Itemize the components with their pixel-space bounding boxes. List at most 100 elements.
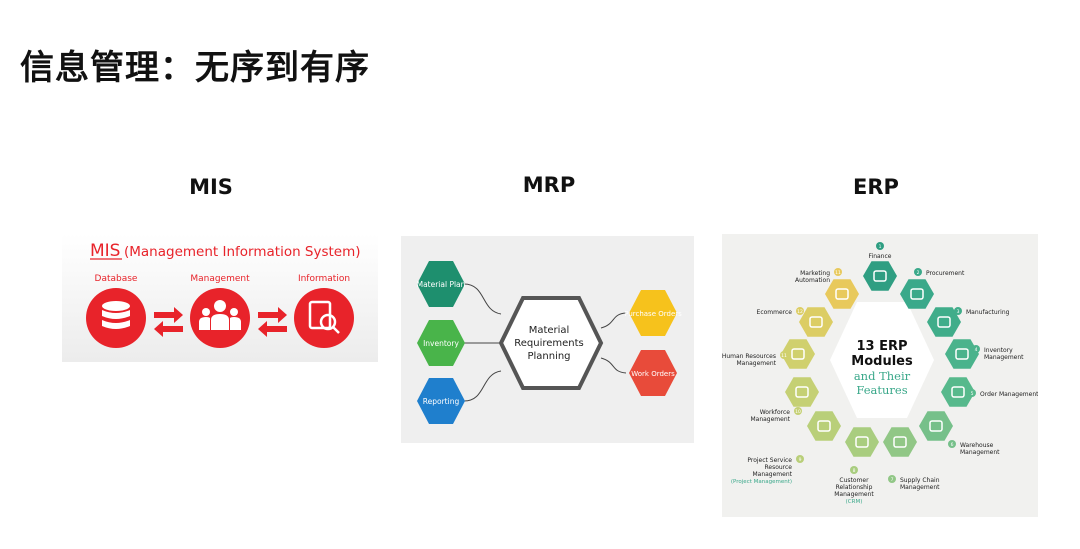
erp-module-label-9: Resource xyxy=(764,464,792,471)
erp-module-hexagon-8 xyxy=(845,427,879,457)
erp-module-number-badge-8 xyxy=(850,466,858,474)
mis-diagram: MIS (Management Information System) Data… xyxy=(62,234,378,362)
mis-caption: MIS xyxy=(189,175,233,199)
mrp-center-line-2: Requirements xyxy=(514,338,584,349)
erp-module-icon-11 xyxy=(791,348,805,360)
erp-module-label-4: Management xyxy=(984,354,1024,361)
erp-module-number-badge-13 xyxy=(834,268,842,276)
erp-module-icon-9 xyxy=(817,420,831,432)
erp-module-number-badge-3 xyxy=(954,307,962,315)
erp-module-label-4: Inventory xyxy=(984,347,1013,354)
erp-module-icon-12 xyxy=(809,316,823,328)
erp-module-number-badge-9 xyxy=(796,455,804,463)
mrp-diagram: Material Requirements Planning Material … xyxy=(401,236,694,443)
erp-module-hexagon-4 xyxy=(945,339,979,369)
erp-module-hexagon-9 xyxy=(807,411,841,441)
erp-module-icon-4 xyxy=(955,348,969,360)
erp-module-label-7: Supply Chain xyxy=(900,477,940,484)
mrp-center-line-1: Material xyxy=(529,325,570,336)
erp-module-number-badge-4 xyxy=(972,345,980,353)
mis-label-management: Management xyxy=(190,274,250,284)
erp-module-label-9: Project Service xyxy=(747,457,792,464)
erp-module-number-badge-7 xyxy=(888,475,896,483)
page-title: 信息管理：无序到有序 xyxy=(20,48,370,88)
erp-module-number-4: 4 xyxy=(975,347,978,353)
document-search-icon xyxy=(294,288,354,348)
erp-module-number-badge-12 xyxy=(796,307,804,315)
erp-module-number-badge-2 xyxy=(914,268,922,276)
erp-module-sublabel-9: (Project Management) xyxy=(731,479,792,485)
erp-module-hexagon-5 xyxy=(941,377,975,407)
erp-module-label-8: Relationship xyxy=(836,484,873,491)
erp-module-hexagon-10 xyxy=(785,377,819,407)
mrp-input-reporting xyxy=(417,378,465,424)
erp-module-number-badge-6 xyxy=(948,440,956,448)
erp-module-number-8: 8 xyxy=(853,468,856,474)
mrp-input-material-plan xyxy=(417,261,465,307)
erp-module-label-11: Human Resources xyxy=(722,353,776,360)
erp-module-label-2: Procurement xyxy=(926,270,965,277)
mrp-center-line-3: Planning xyxy=(527,351,570,362)
erp-module-hexagon-12 xyxy=(799,307,833,337)
erp-module-hexagon-6 xyxy=(919,411,953,441)
erp-center-line-2: Modules xyxy=(851,354,913,369)
mis-label-information: Information xyxy=(298,274,350,284)
erp-module-label-13: Marketing xyxy=(800,270,830,277)
erp-module-hexagon-11 xyxy=(781,339,815,369)
exchange-arrows-icon-2 xyxy=(258,307,287,337)
erp-module-number-7: 7 xyxy=(891,477,894,483)
erp-caption: ERP xyxy=(853,175,899,199)
mrp-input-material-plan-label: Material Plan xyxy=(417,280,466,289)
erp-module-icon-10 xyxy=(795,386,809,398)
erp-module-label-13: Automation xyxy=(795,277,830,284)
mrp-output-purchase-orders-label: Purchase Orders xyxy=(624,310,682,318)
erp-module-label-8: Customer xyxy=(839,477,869,484)
mrp-input-inventory xyxy=(417,320,465,366)
mis-header-abbr: MIS xyxy=(90,241,120,261)
erp-module-number-9: 9 xyxy=(799,457,802,463)
mrp-caption: MRP xyxy=(522,173,576,197)
erp-module-hexagon-7 xyxy=(883,427,917,457)
erp-module-icon-6 xyxy=(929,420,943,432)
mrp-center-hexagon xyxy=(498,296,604,390)
erp-module-hexagon-2 xyxy=(900,279,934,309)
erp-module-hexagon-13 xyxy=(825,279,859,309)
mrp-input-reporting-label: Reporting xyxy=(423,397,460,406)
mrp-input-inventory-label: Inventory xyxy=(423,339,459,348)
mis-header-full: (Management Information System) xyxy=(124,244,361,260)
erp-module-label-7: Management xyxy=(900,484,940,491)
erp-module-number-5: 5 xyxy=(971,391,974,397)
erp-module-icon-5 xyxy=(951,386,965,398)
erp-module-hexagon-1 xyxy=(863,261,897,291)
erp-module-icon-1 xyxy=(873,270,887,282)
erp-module-number-3: 3 xyxy=(957,309,960,315)
mrp-output-work-orders-label: Work Orders xyxy=(631,370,675,378)
erp-module-label-12: Ecommerce xyxy=(757,309,793,316)
erp-module-label-1: Finance xyxy=(869,253,892,260)
exchange-arrows-icon xyxy=(154,307,183,337)
erp-center-line-1: 13 ERP xyxy=(856,339,907,354)
erp-module-icon-8 xyxy=(855,436,869,448)
erp-module-sublabel-8: (CRM) xyxy=(846,499,863,505)
erp-module-number-2: 2 xyxy=(917,270,920,276)
erp-module-number-11: 11 xyxy=(781,353,787,359)
erp-module-number-badge-5 xyxy=(968,389,976,397)
erp-center-hexagon xyxy=(830,302,934,418)
erp-module-label-11: Management xyxy=(736,360,776,367)
erp-module-icon-13 xyxy=(835,288,849,300)
erp-center-line-4: Features xyxy=(856,383,907,397)
erp-module-number-1: 1 xyxy=(879,244,882,250)
erp-module-number-10: 10 xyxy=(795,409,801,415)
erp-module-label-6: Warehouse xyxy=(960,442,994,449)
erp-module-label-6: Management xyxy=(960,449,1000,456)
erp-module-label-10: Management xyxy=(750,416,790,423)
mis-label-database: Database xyxy=(95,274,138,284)
mrp-output-purchase-orders xyxy=(629,290,677,336)
erp-center-line-3: and Their xyxy=(854,369,911,383)
erp-module-number-13: 11 xyxy=(835,270,841,276)
erp-module-number-badge-11 xyxy=(780,351,788,359)
erp-module-icon-3 xyxy=(937,316,951,328)
erp-module-label-10: Workforce xyxy=(760,409,791,416)
